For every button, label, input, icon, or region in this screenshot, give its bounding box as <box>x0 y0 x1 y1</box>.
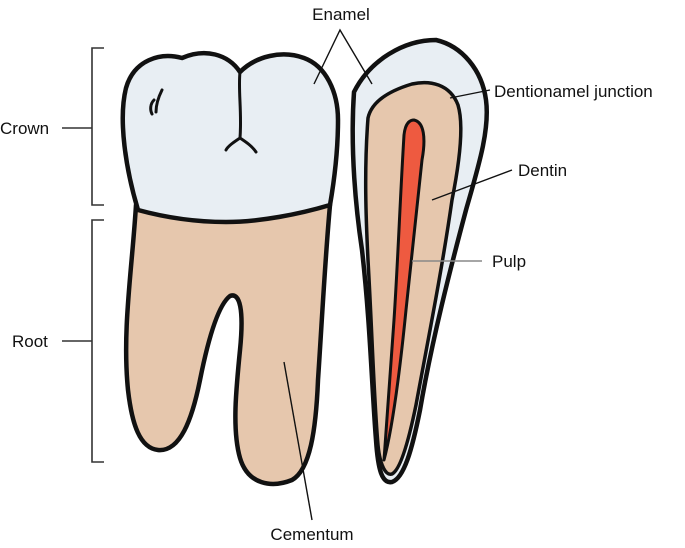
cementum-leader-line <box>283 361 313 521</box>
label-root: Root <box>12 332 48 351</box>
section-pulp <box>382 118 426 462</box>
label-cementum: Cementum <box>270 525 353 544</box>
whole-tooth-root <box>123 202 333 487</box>
label-enamel: Enamel <box>312 5 370 24</box>
label-dentin: Dentin <box>518 161 567 180</box>
dej-leader-line <box>449 89 491 99</box>
dentin-leader-line <box>431 169 513 201</box>
label-crown: Crown <box>0 119 49 138</box>
crown-bracket <box>62 47 104 206</box>
crown-cusp-line <box>149 88 164 116</box>
whole-tooth-crown <box>120 50 341 225</box>
label-pulp: Pulp <box>492 252 526 271</box>
crown-fissure <box>224 70 258 154</box>
enamel-leader-line <box>313 28 373 85</box>
label-dentionamel-junction: Dentionamel junction <box>494 82 653 101</box>
root-bracket <box>62 219 104 463</box>
